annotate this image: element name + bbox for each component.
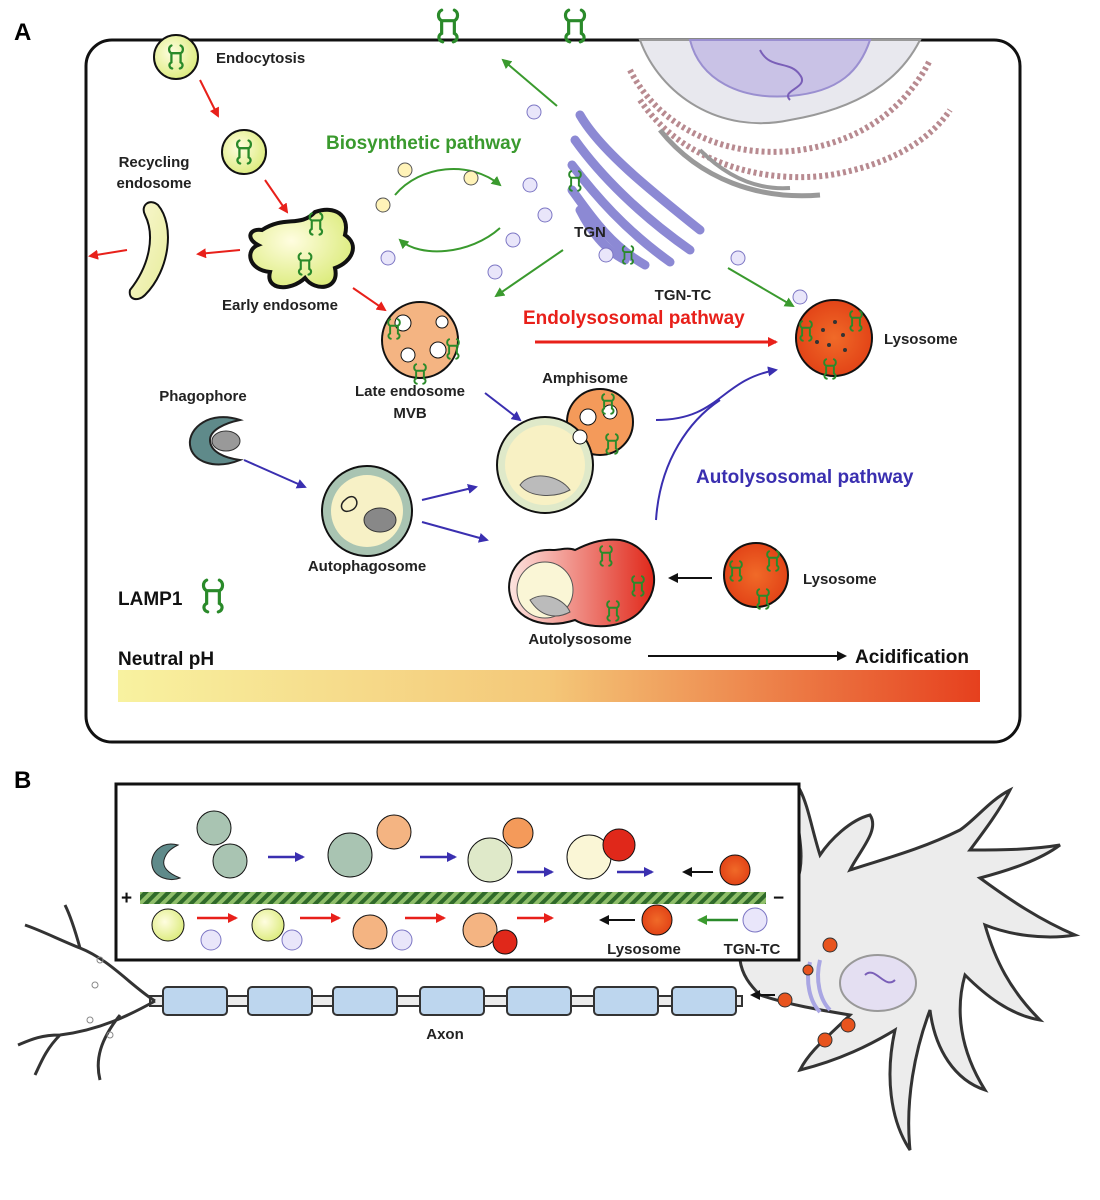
- recycling-endosome-label-1: Recycling: [119, 154, 190, 171]
- tgn-tc-b-2: [281, 929, 303, 951]
- autolysosome-label: Autolysosome: [528, 631, 631, 648]
- amphisome-to-lysosome-arrow: [655, 366, 778, 421]
- late-endosome-label-1: Late endosome: [355, 383, 465, 400]
- late-endosome-b: [376, 814, 412, 850]
- lamp1-legend-label: LAMP1: [118, 589, 183, 610]
- nucleus-er-illustration: [627, 39, 953, 199]
- endocytic-vesicle: [153, 34, 199, 80]
- soma-lysosomes: [777, 937, 856, 1048]
- tgn-tc-b: [200, 929, 222, 951]
- recycling-endosome: [128, 201, 169, 301]
- autolysosomal-pathway-label: Autolysosomal pathway: [696, 467, 914, 488]
- neutral-ph-label: Neutral pH: [118, 649, 214, 670]
- chromatin: [864, 971, 896, 984]
- late-endosome-b-3: [462, 912, 498, 948]
- axon-label: Axon: [426, 1026, 464, 1043]
- lysosome-b-top: [719, 854, 751, 886]
- tgn-tc-vesicles: [380, 104, 808, 305]
- red-arrow: [88, 249, 128, 260]
- panel-b-label: B: [14, 767, 31, 794]
- recycling-endosome-label-2: endosome: [116, 175, 191, 192]
- red-arrow: [199, 79, 219, 118]
- amphisome-b: [467, 837, 513, 883]
- green-arrow: [394, 168, 502, 196]
- endolysosomal-pathway-label: Endolysosomal pathway: [523, 308, 745, 329]
- green-arrow: [494, 249, 564, 298]
- lysosome-b-bottom: [641, 904, 673, 936]
- vesicle: [397, 162, 413, 178]
- acidification-label: Acidification: [855, 647, 969, 668]
- green-arrow: [501, 58, 558, 107]
- blue-arrow: [421, 484, 478, 501]
- late-endosome-mvb: [381, 301, 460, 385]
- endocytosis-label: Endocytosis: [216, 50, 305, 67]
- autophagosome: [321, 465, 413, 557]
- tgn-tc-b-4: [742, 907, 768, 933]
- amphisome-label: Amphisome: [542, 370, 628, 387]
- lysosome-bottom: [723, 542, 789, 610]
- blue-arrow: [421, 521, 489, 543]
- panel-a-label: A: [14, 19, 31, 46]
- ph-gradient-bar: [118, 670, 980, 702]
- autophagosome-b-3: [327, 832, 373, 878]
- blue-arrow: [243, 459, 307, 489]
- autophagosome-label: Autophagosome: [308, 558, 426, 575]
- autophagosome-b-2: [212, 843, 248, 879]
- phagophore-b: [151, 843, 182, 880]
- lysosome-label: Lysosome: [884, 331, 958, 348]
- plus-end-label: +: [121, 888, 132, 909]
- red-arrow: [264, 179, 289, 214]
- green-arrow: [398, 227, 501, 253]
- vesicle: [375, 197, 391, 213]
- axon-terminal: [17, 904, 156, 1081]
- tgn-tc-label: TGN-TC: [655, 287, 712, 304]
- phagophore-label: Phagophore: [159, 388, 247, 405]
- terminal-vesicles: [86, 956, 114, 1039]
- late-endosome-b-2: [352, 914, 388, 950]
- endosome-b: [151, 908, 185, 942]
- amphisome: [496, 388, 634, 514]
- vesicle: [463, 170, 479, 186]
- late-endosome-label-2: MVB: [393, 405, 427, 422]
- red-arrow: [352, 287, 387, 312]
- mitochondrion: [211, 430, 241, 452]
- surface-lamp1-icon: [436, 8, 460, 44]
- lysosome-bottom-label: Lysosome: [803, 571, 877, 588]
- early-endosome-label: Early endosome: [222, 297, 338, 314]
- lysosome-b-label: Lysosome: [607, 941, 681, 958]
- lysosome-b-fusing: [492, 929, 518, 955]
- autolysosomal-arrow: [655, 399, 721, 521]
- phagophore: [188, 416, 244, 466]
- tgn-label: TGN: [574, 224, 606, 241]
- green-arrow: [727, 267, 795, 308]
- autophagosome-b: [196, 810, 232, 846]
- microtubule: [140, 892, 766, 904]
- red-arrow: [196, 248, 241, 259]
- minus-end-label: −: [773, 888, 784, 909]
- lysosome-top: [795, 299, 873, 380]
- blue-arrow: [484, 392, 522, 422]
- autolysosome: [508, 538, 655, 628]
- amphisome-b-endosome: [502, 817, 534, 849]
- biosynthetic-pathway-label: Biosynthetic pathway: [326, 133, 522, 154]
- tgn-tc-b-label: TGN-TC: [724, 941, 781, 958]
- early-endosome: [248, 207, 355, 290]
- endocytic-vesicle-2: [221, 129, 267, 175]
- autolysosome-b-lyso: [602, 828, 636, 862]
- myelin-sheaths: [162, 986, 737, 1016]
- tgn-tc-b-3: [391, 929, 413, 951]
- surface-lamp1-icon-2: [563, 8, 587, 44]
- neuron-nucleus: [839, 954, 917, 1012]
- endosome-b-2: [251, 908, 285, 942]
